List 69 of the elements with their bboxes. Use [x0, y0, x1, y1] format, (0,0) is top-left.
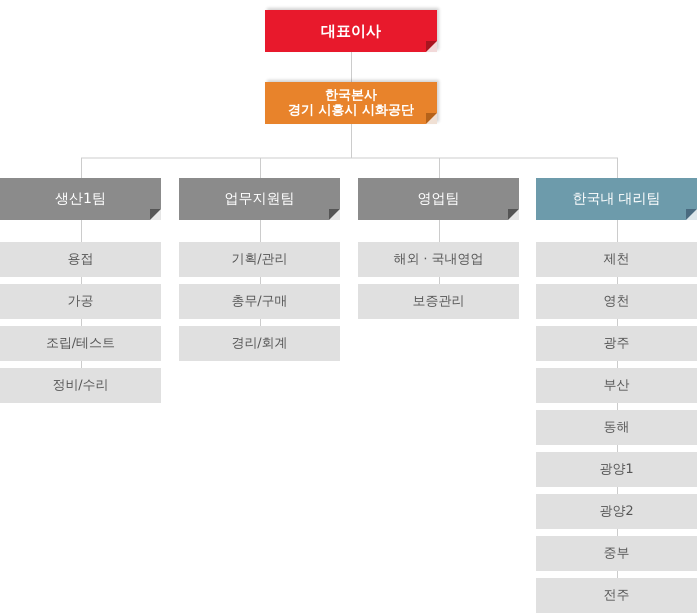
- team-box: [179, 178, 340, 220]
- node-title: 대표이사: [321, 20, 381, 42]
- connector-line: [351, 52, 352, 82]
- connector-line: [81, 220, 82, 242]
- unit-box: [179, 284, 340, 319]
- headquarters-box: [265, 82, 437, 124]
- connector-line: [260, 318, 261, 326]
- unit-box: [536, 410, 697, 445]
- node-title: 용접: [68, 250, 94, 269]
- node-title: 영천: [604, 292, 630, 311]
- unit-box: [0, 368, 161, 403]
- node-title: 광양2: [599, 502, 634, 521]
- node-title: 경리/회계: [231, 334, 288, 353]
- executive-box: [265, 10, 437, 52]
- connector-line: [617, 444, 618, 452]
- team-box: [0, 178, 161, 220]
- node-title: 조립/테스트: [46, 334, 116, 353]
- unit-box: [536, 452, 697, 487]
- unit-box: [179, 242, 340, 277]
- connector-line: [617, 402, 618, 410]
- node-title: 제천: [604, 250, 630, 269]
- unit-box: [358, 284, 519, 319]
- unit-box: [536, 494, 697, 529]
- unit-box: [536, 326, 697, 361]
- node-title: 한국내 대리팀: [572, 190, 661, 208]
- unit-box: [179, 326, 340, 361]
- node-title: 광주: [604, 334, 630, 353]
- node-title: 해외 · 국내영업: [393, 250, 484, 269]
- connector-line: [81, 360, 82, 368]
- unit-box: [0, 326, 161, 361]
- unit-box: [536, 536, 697, 571]
- node-title: 광양1: [599, 460, 634, 479]
- connector-line: [617, 276, 618, 284]
- node-title: 영업팀: [418, 190, 460, 208]
- node-subtitle: 경기 시흥시 시화공단: [288, 103, 414, 118]
- node-title: 전주: [604, 586, 630, 605]
- connector-line: [617, 570, 618, 578]
- node-title: 부산: [604, 376, 630, 395]
- unit-box: [0, 242, 161, 277]
- node-title: 가공: [68, 292, 94, 311]
- unit-box: [0, 284, 161, 319]
- node-title: 한국본사: [325, 88, 377, 103]
- connector-line: [439, 220, 440, 242]
- node-title: 중부: [604, 544, 630, 563]
- unit-box: [536, 578, 697, 613]
- unit-box: [536, 284, 697, 319]
- node-title: 동해: [604, 418, 630, 437]
- team-box: [536, 178, 697, 220]
- node-title: 보증관리: [412, 292, 464, 311]
- unit-box: [536, 242, 697, 277]
- node-title: 정비/수리: [52, 376, 109, 395]
- connector-line: [351, 124, 618, 178]
- connector-line: [617, 220, 618, 242]
- connector-line: [81, 318, 82, 326]
- connector-line: [260, 220, 261, 242]
- connector-line: [81, 276, 82, 284]
- unit-box: [536, 368, 697, 403]
- connector-line: [617, 360, 618, 368]
- connector-line: [260, 276, 261, 284]
- connector-line: [439, 276, 440, 284]
- node-title: 업무지원팀: [224, 190, 294, 208]
- connector-line: [617, 486, 618, 494]
- unit-box: [358, 242, 519, 277]
- connector-line: [617, 318, 618, 326]
- team-box: [358, 178, 519, 220]
- connector-line: [617, 528, 618, 536]
- node-title: 생산1팀: [55, 190, 106, 208]
- node-title: 총무/구매: [231, 292, 288, 311]
- node-title: 기획/관리: [231, 250, 288, 269]
